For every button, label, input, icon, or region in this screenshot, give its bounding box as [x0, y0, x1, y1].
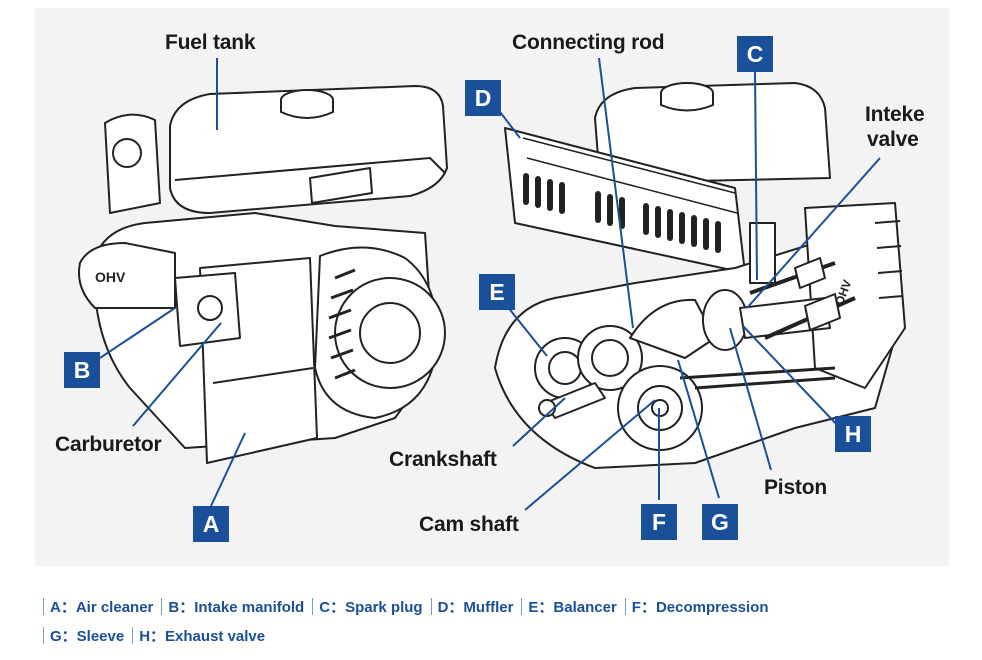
legend-separator — [430, 598, 432, 615]
legend-text: H：Exhaust valve — [139, 628, 266, 645]
leader-crankshaft — [512, 397, 566, 447]
marker-h: H — [835, 416, 871, 452]
svg-text:OHV: OHV — [95, 269, 126, 285]
legend-separator — [161, 598, 163, 615]
legend-separator — [312, 598, 314, 615]
label-connecting-rod: Connecting rod — [512, 31, 665, 54]
marker-b: B — [64, 352, 100, 388]
legend-separator — [624, 598, 626, 615]
leader-g — [677, 359, 720, 499]
legend-item-decompression: F：Decompression — [624, 596, 769, 617]
leader-e — [506, 305, 548, 357]
leader-b — [99, 307, 176, 359]
right-fuel-tank — [594, 82, 831, 184]
leader-inteke — [746, 157, 881, 309]
legend-item-muffler: D：Muffler — [430, 596, 514, 617]
parts-legend: A：Air cleaner B：Intake manifold C：Spark … — [43, 592, 943, 650]
leader-piston — [729, 327, 772, 471]
label-carburetor: Carburetor — [55, 433, 162, 456]
leader-connecting-rod — [598, 57, 634, 329]
legend-item-air-cleaner: A：Air cleaner — [43, 596, 153, 617]
legend-text: D：Muffler — [437, 599, 514, 616]
label-cam-shaft: Cam shaft — [419, 513, 519, 536]
left-fuel-tank — [169, 85, 448, 214]
legend-text: B：Intake manifold — [168, 599, 305, 616]
label-inteke-line1: Inteke — [865, 103, 925, 126]
marker-a: A — [193, 506, 229, 542]
marker-c: C — [737, 36, 773, 72]
label-inteke-line2: valve — [867, 128, 919, 151]
legend-item-balancer: E：Balancer — [521, 596, 617, 617]
right-crankcase — [494, 242, 896, 469]
legend-item-intake-manifold: B：Intake manifold — [161, 596, 304, 617]
legend-separator — [521, 598, 523, 615]
legend-text: G：Sleeve — [50, 628, 125, 645]
leader-h — [742, 325, 841, 429]
label-piston: Piston — [764, 476, 827, 499]
legend-separator — [132, 627, 134, 644]
marker-d: D — [465, 80, 501, 116]
legend-text: E：Balancer — [528, 599, 617, 616]
leader-cam-shaft — [524, 399, 656, 511]
legend-separator — [43, 627, 44, 644]
leader-carburetor — [132, 322, 222, 427]
piston — [702, 289, 748, 351]
label-fuel-tank: Fuel tank — [165, 31, 256, 54]
leader-a — [210, 432, 246, 507]
marker-g: G — [702, 504, 738, 540]
leader-c — [754, 71, 758, 281]
legend-row-2: G：Sleeve H：Exhaust valve — [43, 621, 943, 650]
legend-separator — [43, 598, 44, 615]
legend-row-1: A：Air cleaner B：Intake manifold C：Spark … — [43, 592, 943, 621]
legend-item-exhaust-valve: H：Exhaust valve — [132, 625, 265, 646]
legend-item-spark-plug: C：Spark plug — [312, 596, 423, 617]
legend-text: F：Decompression — [631, 599, 769, 616]
legend-text: A：Air cleaner — [50, 599, 154, 616]
legend-text: C：Spark plug — [319, 599, 423, 616]
marker-f: F — [641, 504, 677, 540]
label-crankshaft: Crankshaft — [389, 448, 497, 471]
engine-diagram: OHV — [35, 8, 949, 566]
engine-illustration: OHV — [78, 57, 906, 511]
legend-item-sleeve: G：Sleeve — [43, 625, 124, 646]
marker-e: E — [479, 274, 515, 310]
